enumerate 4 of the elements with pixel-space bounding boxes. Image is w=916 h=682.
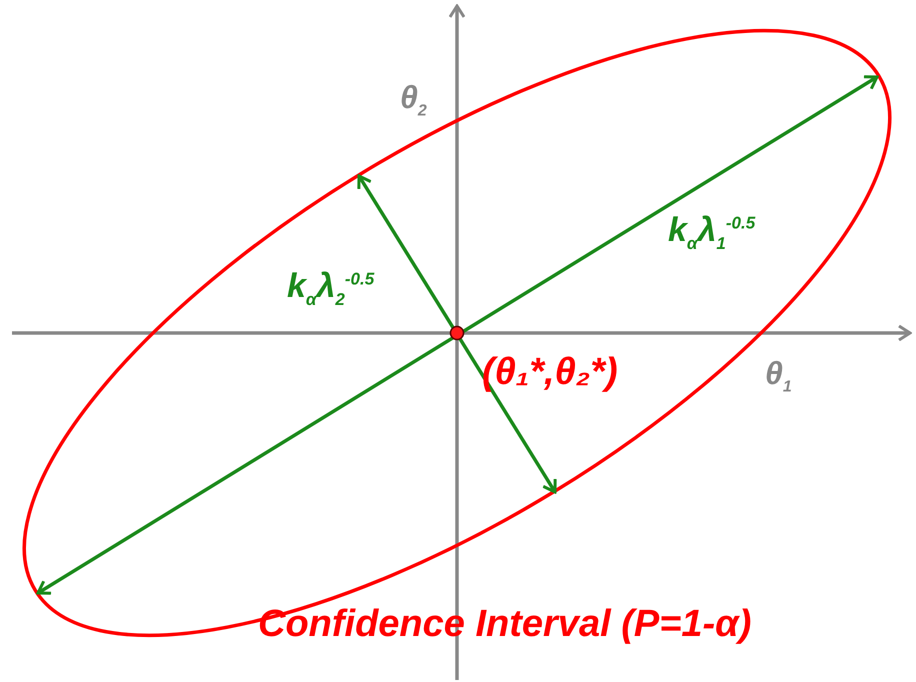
axis-label: θ$_{2}$ [400, 80, 427, 120]
point-label: (θ₁*,θ₂*) [482, 352, 618, 394]
caption: Confidence Interval (P=1-α) [258, 604, 752, 646]
axis-label: θ$_{1}$ [765, 356, 792, 396]
